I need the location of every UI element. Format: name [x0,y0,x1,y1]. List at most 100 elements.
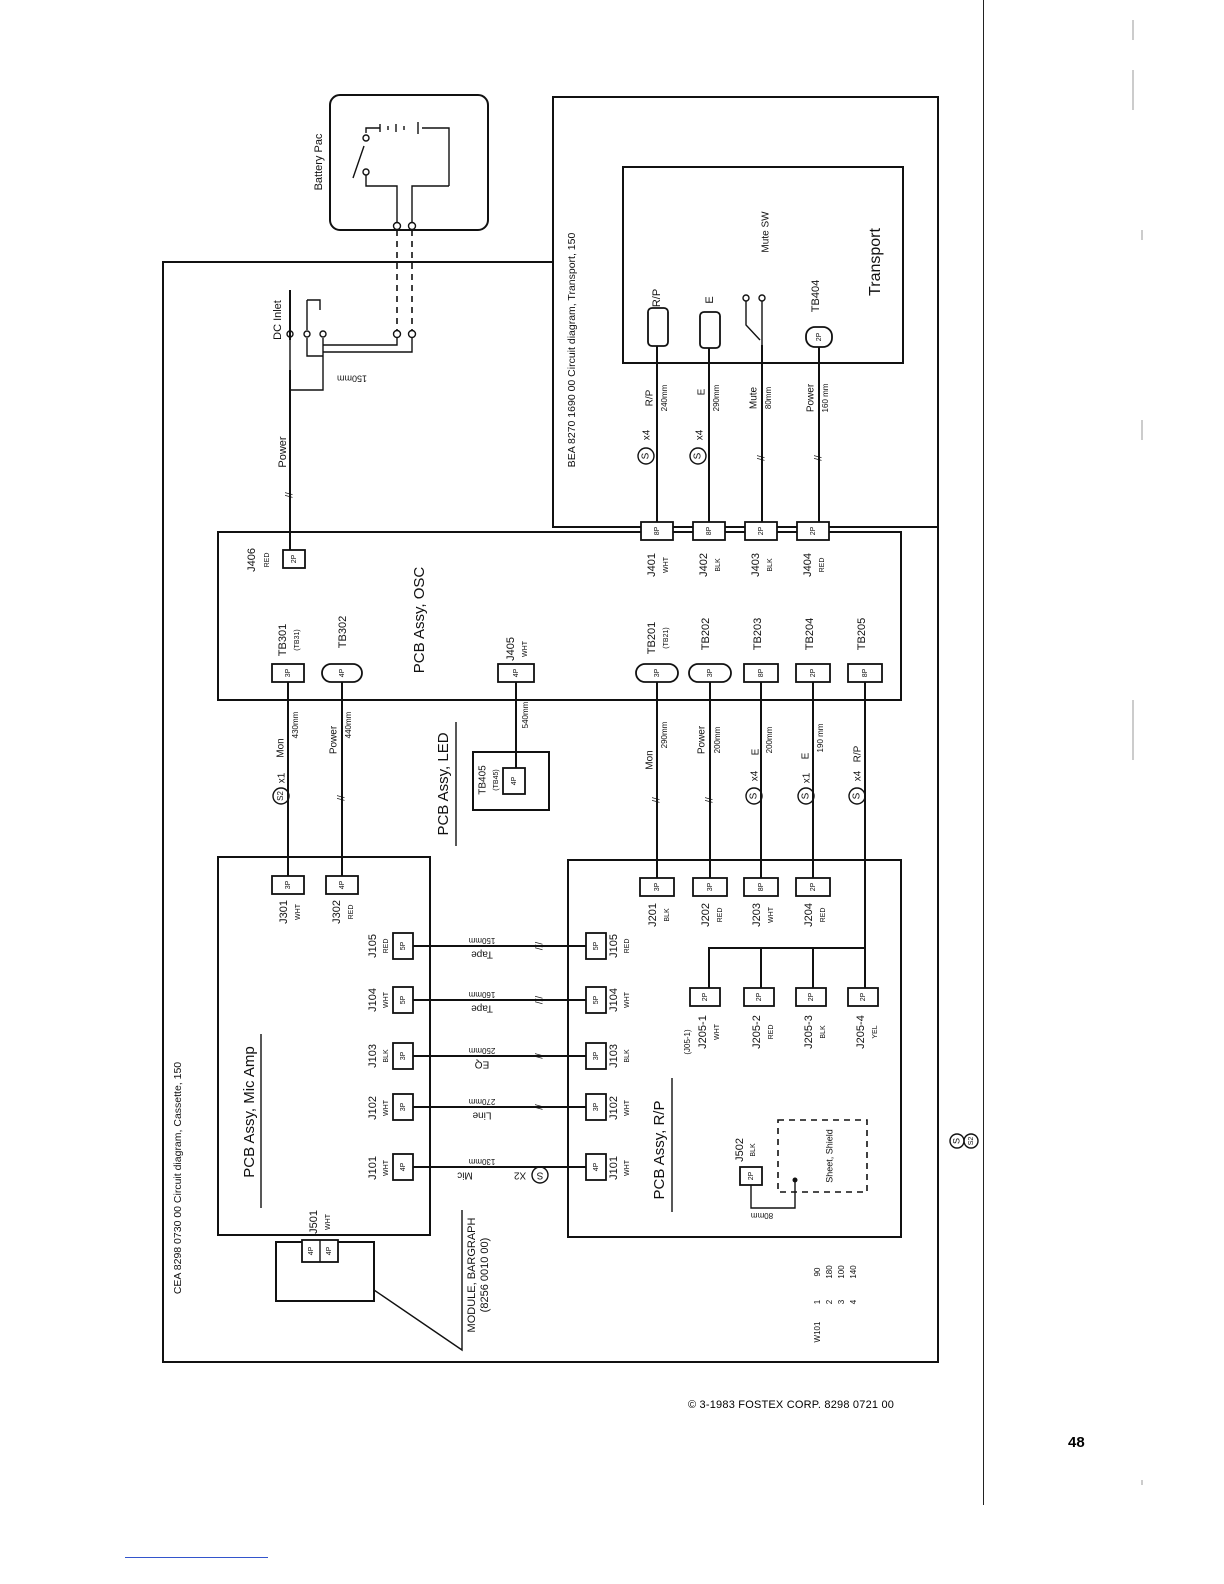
len-270: 270mm [468,1097,495,1106]
shield-s-j402: S [693,452,704,459]
w101-row-3-n: 3 [837,1299,846,1304]
j301-color: WHT [295,903,302,920]
len-250: 250mm [468,1046,495,1055]
slash-105: /// [535,942,546,951]
len-240: 240mm [660,384,669,411]
transport-wires [656,345,820,522]
battery-dashed-link [396,230,413,330]
j105-label-rp: J105 [608,934,620,958]
battery-box [329,94,489,231]
page-number: 48 [1068,1434,1085,1451]
len-160-tape: 160mm [468,990,495,999]
j205-4-pin: 2P [860,992,867,1001]
rp-wire-205 [708,682,866,988]
rp-head-label: R/P [651,289,663,307]
tb31-label: (TB31) [294,629,301,650]
j406-color: RED [264,553,271,568]
j402-color: BLK [715,558,722,572]
battery-pac-label: Battery Pac [313,133,325,190]
j104-pin-rp: 5P [593,995,600,1004]
j104-label-rp: J104 [608,988,620,1012]
len-200b: 200mm [765,726,774,753]
page-edge-rule [983,0,984,1505]
j105-label-mic: J105 [367,934,379,958]
j205-4-color: YEL [872,1025,879,1038]
len-290-top: 290mm [712,384,721,411]
j406-connector [282,549,306,569]
shield-s-mic: S [536,1169,543,1180]
x1-tb204: x1 [802,772,813,783]
j104-color-rp: WHT [624,991,631,1008]
x4-j402: x4 [695,429,706,440]
tb45-label: (TB45) [493,769,500,790]
j104-label-mic: J104 [367,988,379,1012]
pcb-led-label: PCB Assy, LED [435,732,452,835]
tb205-pin: 8P [862,668,869,677]
tb202-pin: 3P [707,668,714,677]
j502-shield-wire [750,1180,796,1209]
j401-pin: 8P [654,526,661,535]
copyright-text: © 3-1983 FOSTEX CORP. 8298 0721 00 [688,1399,895,1411]
j201-pin: 3P [654,882,661,891]
j101-color-rp: WHT [624,1159,631,1176]
pcb-rp-box [567,859,902,1238]
len-150-dc: 150mm [337,374,367,384]
j202-label: J202 [700,903,712,927]
j501-pin-a: 4P [308,1246,315,1255]
j205-3-pin: 2P [808,992,815,1001]
w101-row-2-v: 180 [825,1265,834,1279]
j203-color: WHT [768,906,775,923]
j302-color: RED [348,905,355,920]
j205-1-label: J205-1 [697,1015,709,1049]
len-190: 190 mm [816,723,825,752]
legend-s2: S2 [968,1137,975,1146]
tb405-label: TB405 [478,765,489,795]
slash-103: // [535,1053,546,1059]
j101-label-rp: J101 [608,1156,620,1180]
tb21-label: (TB21) [663,627,670,648]
mic-label: Mic [457,1169,473,1180]
j401-color: WHT [663,556,670,573]
line-label: Line [472,1109,491,1120]
j101-pin-rp: 4P [593,1162,600,1171]
pcb-mic-amp-box [217,856,431,1236]
j102-label-mic: J102 [367,1096,379,1120]
tb201-label: TB201 [646,622,658,654]
e-wire-label: E [697,388,708,395]
rp-wire-label: R/P [645,389,656,406]
bottom-link-rule[interactable] [125,1557,268,1558]
rp-head-pill [647,307,669,347]
j201-color: BLK [664,908,671,922]
j302-pin: 4P [339,880,346,889]
tb405-pin: 4P [511,776,518,785]
j204-color: RED [820,908,827,923]
tape-label-105: Tape [471,948,493,959]
w101-label: W101 [813,1321,822,1342]
j40x-connectors [640,521,830,541]
j204-label: J204 [803,903,815,927]
j405-color: WHT [522,640,529,657]
power-label-rp: Power [697,725,708,754]
j405-pin: 4P [513,668,520,677]
j102-color-mic: WHT [383,1099,390,1116]
scan-marks [1132,20,1143,1485]
slash-mark-rp-power: // [705,797,716,803]
battery-symbol [352,122,450,231]
j103-label-mic: J103 [367,1044,379,1068]
e-head-label: E [704,296,716,303]
j401-label: J401 [646,553,658,577]
x4-tb205: x4 [853,770,864,781]
tb302-label: TB302 [337,616,349,648]
mute-switch-symbol [742,294,766,345]
j501-color: WHT [325,1213,332,1230]
bargraph-module-code: (8256 0010 00) [479,1238,491,1313]
rp-j205 [689,987,879,1007]
len-150-tape: 150mm [468,936,495,945]
j202-color: RED [717,908,724,923]
mon-label-rp: Mon [645,750,656,769]
j404-color: RED [819,558,826,573]
len-160-top: 160 mm [821,383,830,412]
x1-tb301: x1 [277,772,288,783]
e-label-rp-204: E [801,752,812,759]
